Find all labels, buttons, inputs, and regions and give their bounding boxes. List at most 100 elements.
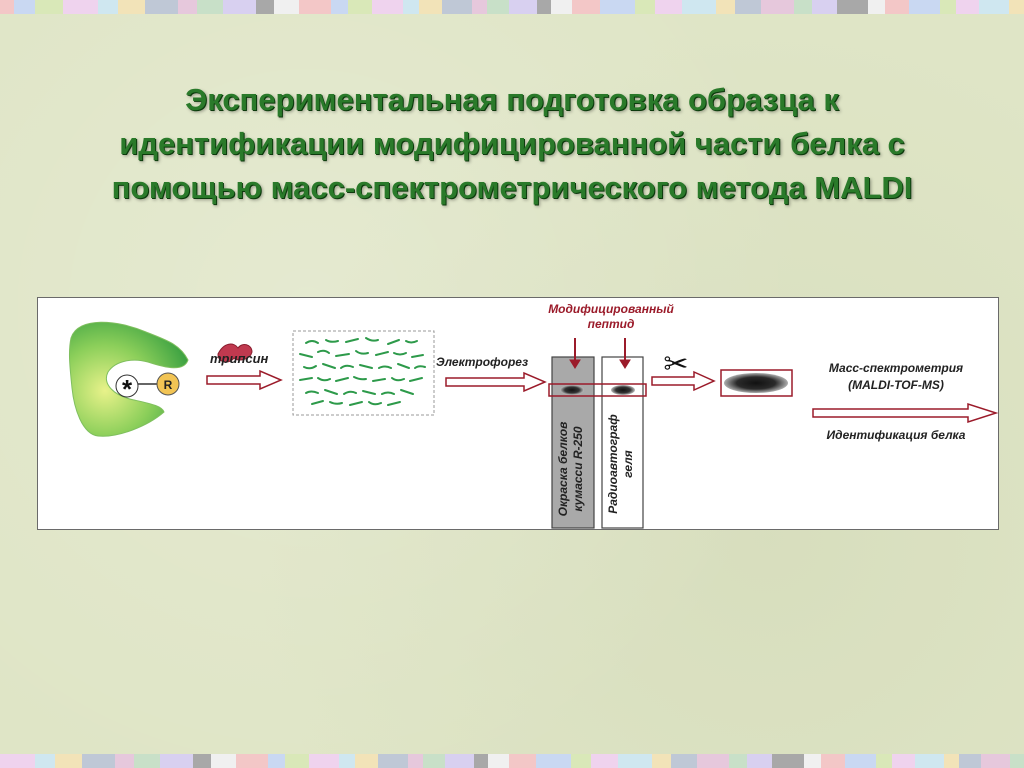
stripe-segment — [223, 0, 256, 14]
stripe-segment — [442, 0, 472, 14]
modification-star-symbol: * — [122, 374, 133, 404]
stripe-segment — [118, 0, 145, 14]
stripe-segment — [178, 0, 197, 14]
stripe-segment — [671, 754, 697, 768]
stripe-segment — [419, 0, 442, 14]
stripe-segment — [747, 754, 772, 768]
stripe-segment — [876, 754, 892, 768]
stripe-segment — [82, 754, 116, 768]
stripe-segment — [274, 0, 299, 14]
stripe-segment — [812, 0, 837, 14]
stripe-segment — [355, 754, 378, 768]
stripe-segment — [868, 0, 885, 14]
stripe-segment — [551, 0, 572, 14]
lane2-label-line-2: геля — [621, 450, 635, 477]
maldi-workflow-diagram: R * ✂ — [37, 297, 999, 530]
scissors-icon: ✂ — [663, 347, 688, 382]
lane1-label-line-1: Окраска белков — [556, 422, 570, 517]
mass-spec-label: Масс-спектрометрия (MALDI-TOF-MS) — [816, 360, 976, 394]
lane1-label: Окраска белков кумасси R-250 — [556, 419, 588, 519]
stripe-segment — [1010, 754, 1024, 768]
stripe-segment — [256, 0, 274, 14]
stripe-segment — [14, 0, 35, 14]
stripe-segment — [761, 0, 794, 14]
stripe-segment — [804, 754, 821, 768]
lane2-label: Радиоавтограф геля — [606, 414, 638, 514]
stripe-segment — [145, 0, 179, 14]
stripe-segment — [652, 754, 671, 768]
stripe-segment — [944, 754, 959, 768]
stripe-segment — [981, 754, 1010, 768]
band-coomassie — [560, 385, 584, 395]
stripe-segment — [339, 754, 355, 768]
stripe-segment — [655, 0, 682, 14]
stripe-segment — [892, 754, 915, 768]
stripe-segment — [331, 0, 348, 14]
title-line-2: идентификации модифицированной части бел… — [119, 126, 905, 161]
stripe-segment — [735, 0, 761, 14]
mass-spec-label-line-1: Масс-спектрометрия — [829, 361, 963, 375]
stripe-segment — [193, 754, 211, 768]
stripe-segment — [160, 754, 193, 768]
stripe-segment — [536, 754, 571, 768]
stripe-segment — [591, 754, 618, 768]
stripe-segment — [572, 0, 600, 14]
modified-peptide-label-line-1: Модифицированный — [548, 302, 674, 316]
stripe-segment — [268, 754, 285, 768]
stripe-segment — [423, 754, 445, 768]
stripe-segment — [509, 754, 537, 768]
stripe-segment — [959, 754, 981, 768]
stripe-segment — [55, 754, 82, 768]
modified-peptide-label-line-2: пептид — [588, 317, 635, 331]
stripe-segment — [571, 754, 591, 768]
stripe-segment — [403, 0, 419, 14]
stripe-segment — [537, 0, 551, 14]
title-line-3: помощью масс-спектрометрического метода … — [112, 170, 913, 205]
stripe-segment — [445, 754, 474, 768]
stripe-segment — [1009, 0, 1024, 14]
stripe-segment — [716, 0, 735, 14]
stripe-segment — [729, 754, 747, 768]
electrophoresis-arrow — [446, 373, 545, 391]
stripe-segment — [956, 0, 979, 14]
stripe-segment — [794, 0, 812, 14]
stripe-segment — [134, 754, 160, 768]
identification-label: Идентификация белка — [816, 427, 976, 444]
stripe-segment — [845, 754, 876, 768]
stripe-segment — [618, 754, 652, 768]
stripe-segment — [285, 754, 309, 768]
stripe-segment — [372, 0, 403, 14]
mass-spec-label-line-2: (MALDI-TOF-MS) — [848, 378, 944, 392]
stripe-segment — [488, 754, 509, 768]
stripe-segment — [35, 754, 55, 768]
diagram-graphics: R * ✂ — [38, 298, 1000, 531]
stripe-segment — [378, 754, 408, 768]
trypsin-label: трипсин — [210, 351, 268, 366]
trypsin-arrow — [207, 371, 281, 389]
stripe-segment — [63, 0, 98, 14]
excised-band — [724, 373, 788, 393]
lane2-label-line-1: Радиоавтограф — [606, 414, 620, 514]
stripe-segment — [211, 754, 236, 768]
peptide-fragments — [300, 338, 425, 405]
stripe-segment — [979, 0, 1009, 14]
stripe-segment — [772, 754, 804, 768]
top-decorative-stripe — [0, 0, 1024, 14]
stripe-segment — [635, 0, 655, 14]
stripe-segment — [408, 754, 423, 768]
stripe-segment — [837, 0, 869, 14]
slide-title: Экспериментальная подготовка образца к и… — [40, 78, 984, 210]
stripe-segment — [909, 0, 940, 14]
stripe-segment — [0, 0, 14, 14]
stripe-segment — [940, 0, 956, 14]
stripe-segment — [600, 0, 635, 14]
stripe-segment — [98, 0, 118, 14]
stripe-segment — [299, 0, 331, 14]
stripe-segment — [487, 0, 509, 14]
band-autoradiograph — [611, 385, 635, 395]
stripe-segment — [509, 0, 538, 14]
stripe-segment — [821, 754, 845, 768]
stripe-segment — [35, 0, 63, 14]
stripe-segment — [197, 0, 223, 14]
bottom-decorative-stripe — [0, 754, 1024, 768]
